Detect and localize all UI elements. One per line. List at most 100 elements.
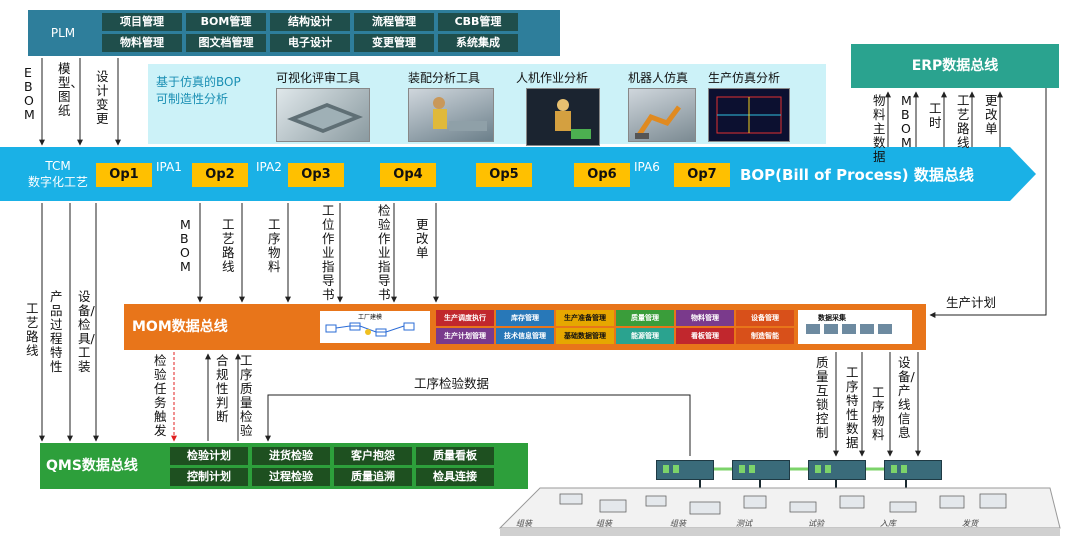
op-box: Op4 (380, 163, 436, 187)
flow-label: MBOM (901, 93, 912, 150)
mom-module: 质量管理 (616, 310, 674, 326)
bop-bus-label: BOP(Bill of Process) 数据总线 (740, 166, 974, 184)
mom-module: 看板管理 (676, 328, 734, 344)
flow-label: 更改单 (416, 217, 429, 260)
qms-module: 检具连接 (416, 468, 494, 486)
data-collection-label: 数据采集 (818, 314, 846, 322)
mom-bus: MOM数据总线 工厂建模 生产调度执行 库存管理 生产准备管理 质量管理 物料管… (124, 304, 926, 350)
op-box: Op2 (192, 163, 248, 187)
data-collection-panel: 数据采集 (798, 310, 912, 344)
floor-area-label: 发货 (962, 519, 979, 528)
flow-label: 工艺路线 (957, 93, 970, 150)
mom-module: 库存管理 (496, 310, 554, 326)
flow-label: 设备/检具/工装 (78, 289, 95, 374)
flow-label: 设备/产线信息 (898, 355, 915, 440)
mom-module: 技术信息管理 (496, 328, 554, 344)
flow-label: 工序物料 (872, 385, 885, 442)
floor-area-label: 测试 (736, 519, 753, 528)
mom-module: 设备管理 (736, 310, 794, 326)
floor-area-label: 组装 (670, 519, 687, 528)
mom-title: MOM数据总线 (132, 319, 228, 335)
plm-module: 系统集成 (438, 34, 518, 52)
plm-module: 图文档管理 (186, 34, 266, 52)
flow-label: 质量互锁控制 (816, 355, 829, 440)
tool-label: 可视化评审工具 (276, 71, 361, 85)
qms-module: 客户抱怨 (334, 447, 412, 465)
assembly-analysis-image (408, 88, 494, 142)
floor-area-label: 入库 (880, 519, 898, 528)
flow-label: 工时 (929, 101, 942, 130)
plm-module: 电子设计 (270, 34, 350, 52)
op-box: Op1 (96, 163, 152, 187)
mom-module: 能源管理 (616, 328, 674, 344)
visual-review-image (276, 88, 370, 142)
tcm-line: TCM (45, 159, 71, 173)
bop-sim-caption: 基于仿真的BOP 可制造性分析 (156, 74, 241, 108)
plm-panel: PLM 项目管理 BOM管理 结构设计 流程管理 CBB管理 物料管理 图文档管… (28, 10, 560, 56)
flow-label: 检验作业指导书 (378, 203, 391, 302)
qms-module: 过程检验 (252, 468, 330, 486)
op-box: Op5 (476, 163, 532, 187)
flow-label: 合规性判断 (216, 353, 229, 424)
mom-module: 生产准备管理 (556, 310, 614, 326)
flow-label: 检验任务触发 (154, 353, 167, 438)
bop-sim-line: 可制造性分析 (156, 92, 229, 106)
qms-module: 进货检验 (252, 447, 330, 465)
flow-label: EBOM (24, 65, 35, 122)
qms-module: 质量看板 (416, 447, 494, 465)
tcm-line: 数字化工艺 (28, 175, 89, 189)
flow-label: MBOM (180, 217, 191, 274)
op-box: Op7 (674, 163, 730, 187)
ergonomics-image (526, 88, 600, 146)
flow-label: 工序物料 (268, 217, 281, 274)
plc-station (884, 460, 942, 480)
erp-bus: ERP数据总线 (851, 44, 1059, 88)
plm-module: 变更管理 (354, 34, 434, 52)
plm-title: PLM (50, 26, 76, 40)
floor-area-label: 组装 (596, 519, 613, 528)
plc-station (808, 460, 866, 480)
floor-area-label: 试验 (808, 519, 825, 528)
tool-label: 生产仿真分析 (708, 71, 781, 85)
plm-module: 物料管理 (102, 34, 182, 52)
qms-module: 质量追溯 (334, 468, 412, 486)
bop-sim-line: 基于仿真的BOP (156, 75, 241, 89)
factory-model-image: 工厂建模 (320, 311, 430, 343)
qms-module: 检验计划 (170, 447, 248, 465)
flow-label: 工序质量检验 (240, 353, 253, 438)
robot-sim-image (628, 88, 696, 142)
plc-station (732, 460, 790, 480)
mom-module: 基础数据管理 (556, 328, 614, 344)
inspection-data-label: 工序检验数据 (414, 376, 490, 391)
plm-module: 结构设计 (270, 13, 350, 31)
qms-module: 控制计划 (170, 468, 248, 486)
qms-bus: QMS数据总线 检验计划 进货检验 客户抱怨 质量看板 控制计划 过程检验 质量… (40, 443, 528, 489)
bop-tools-panel: 基于仿真的BOP 可制造性分析 可视化评审工具 装配分析工具 人机作业分析 机器… (148, 64, 826, 146)
ipa-label: IPA6 (634, 160, 660, 174)
mom-module: 制造智能 (736, 328, 794, 344)
plm-module: 项目管理 (102, 13, 182, 31)
flow-label: 工位作业指导书 (322, 203, 335, 302)
tcm-label: TCM 数字化工艺 (28, 158, 88, 190)
plm-module: CBB管理 (438, 13, 518, 31)
flow-label: 生产计划 (946, 295, 997, 310)
plc-station (656, 460, 714, 480)
qms-title: QMS数据总线 (46, 458, 138, 474)
plm-module: BOM管理 (186, 13, 266, 31)
mom-module: 生产计划管理 (436, 328, 494, 344)
flow-label: 物料主数据 (873, 93, 886, 164)
flow-label: 更改单 (985, 93, 998, 136)
tool-label: 人机作业分析 (516, 71, 589, 85)
tool-label: 机器人仿真 (628, 71, 689, 85)
flow-label: 工艺路线 (222, 217, 235, 274)
flow-label: 工序特性数据 (846, 365, 859, 450)
plm-module: 流程管理 (354, 13, 434, 31)
ipa-label: IPA2 (256, 160, 282, 174)
flow-label: 产品过程特性 (50, 289, 63, 374)
op-box: Op3 (288, 163, 344, 187)
ipa-label: IPA1 (156, 160, 182, 174)
flow-label: 设计变更 (96, 69, 109, 126)
factory-model-label: 工厂建模 (358, 313, 382, 321)
floor-area-label: 组装 (516, 519, 533, 528)
